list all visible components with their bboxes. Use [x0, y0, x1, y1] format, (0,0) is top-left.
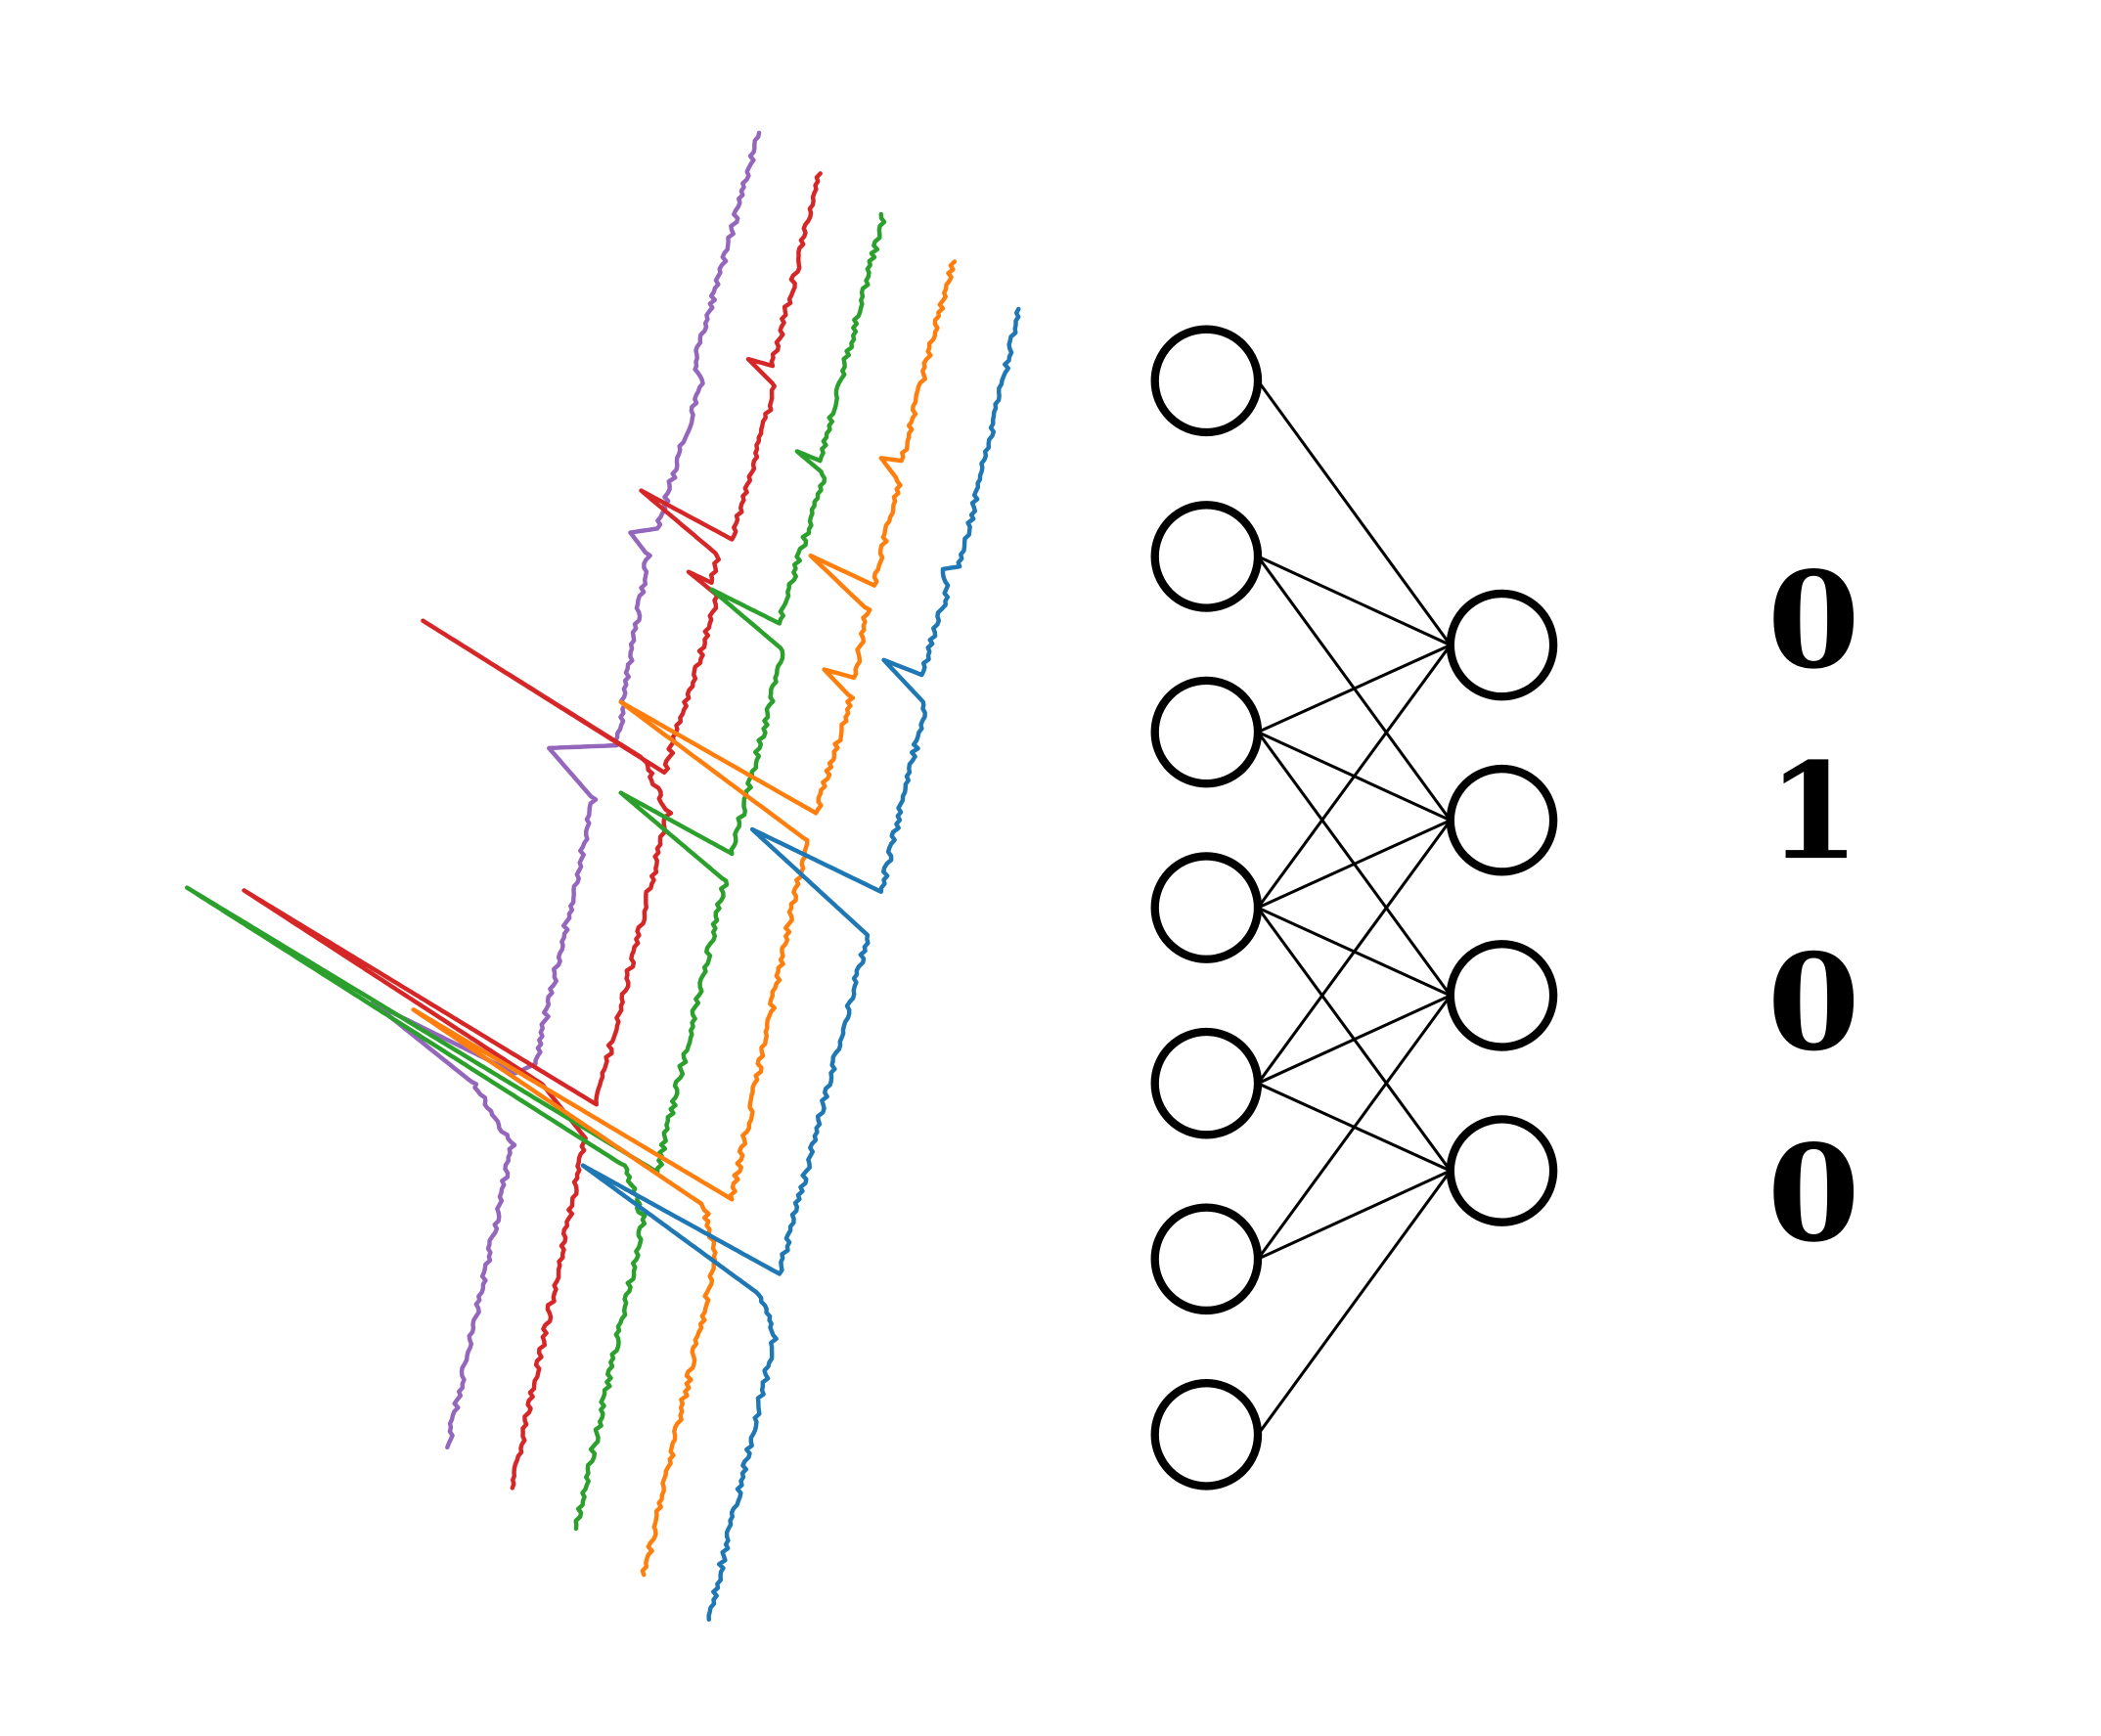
- output-label-0: 0: [1767, 543, 1860, 699]
- trace-red: [242, 171, 823, 1491]
- spectra-traces: [185, 130, 1021, 1623]
- edge-in5-out3: [1257, 1169, 1452, 1261]
- edge-in4-out3: [1257, 1082, 1452, 1173]
- output-label-2: 0: [1767, 924, 1860, 1081]
- network-edges: [1256, 379, 1453, 1436]
- input-node-1: [1150, 501, 1263, 612]
- output-label-1: 1: [1767, 734, 1860, 890]
- input-node-4: [1150, 1027, 1263, 1139]
- trace-blue: [580, 306, 1021, 1623]
- edge-in6-out3: [1256, 1170, 1453, 1436]
- output-node-3: [1446, 1115, 1558, 1226]
- input-node-5: [1150, 1203, 1263, 1315]
- output-labels: 0 1 0 0: [1767, 543, 1860, 1272]
- network-nodes: [1150, 325, 1558, 1491]
- input-node-0: [1150, 325, 1263, 437]
- trace-purple: [370, 130, 762, 1450]
- edge-in3-out3: [1256, 907, 1453, 1172]
- edge-in3-out2: [1257, 906, 1452, 998]
- output-label-3: 0: [1767, 1116, 1860, 1272]
- output-node-1: [1446, 764, 1558, 876]
- input-node-3: [1150, 852, 1263, 963]
- trace-green: [185, 211, 887, 1532]
- output-node-0: [1446, 589, 1558, 701]
- trace-orange: [411, 259, 958, 1578]
- edge-in2-out1: [1257, 731, 1452, 823]
- input-node-6: [1150, 1379, 1263, 1491]
- output-node-2: [1446, 940, 1558, 1051]
- edge-in1-out0: [1257, 555, 1452, 646]
- edge-in2-out2: [1256, 731, 1453, 997]
- input-node-2: [1150, 676, 1263, 788]
- edge-in0-out0: [1256, 379, 1453, 646]
- edge-in1-out1: [1256, 556, 1453, 822]
